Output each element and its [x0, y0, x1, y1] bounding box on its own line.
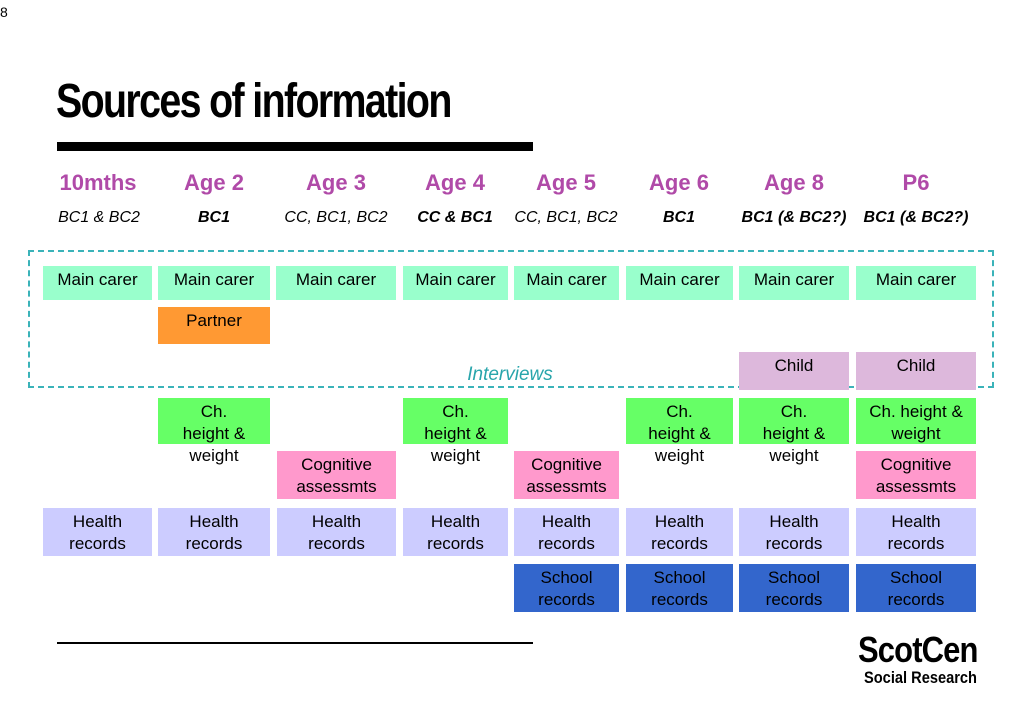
age-heading-p6: P6 [902, 170, 930, 195]
health-records-p6: Health records [856, 508, 976, 556]
source-p6: BC1 (& BC2?) [863, 209, 969, 226]
height-weight-p6: Ch. height & weight [856, 398, 976, 444]
source-10mths: BC1 & BC2 [58, 209, 140, 226]
scotcen-logo: ScotCen Social Research [858, 632, 1003, 688]
height-weight-age2: Ch. height & weight [158, 398, 270, 465]
source-age5: CC, BC1, BC2 [514, 209, 618, 226]
school-records-age5: School records [514, 564, 619, 612]
age-heading-age8: Age 8 [764, 170, 824, 195]
height-weight-age4: Ch. height & weight [403, 398, 508, 465]
age-heading-age5: Age 5 [536, 170, 596, 195]
health-records-age8: Health records [739, 508, 849, 556]
main-carer-p6: Main carer [856, 266, 976, 300]
health-records-10mths: Health records [43, 508, 152, 556]
main-carer-age8: Main carer [739, 266, 849, 300]
cognitive-age3: Cognitive assessmts [277, 451, 396, 499]
source-age2: BC1 [197, 209, 230, 226]
page-title: Sources of information [56, 75, 452, 128]
source-age6: BC1 [662, 209, 695, 226]
health-records-age4: Health records [403, 508, 508, 556]
age-heading-age6: Age 6 [649, 170, 709, 195]
interviews-group [28, 250, 994, 388]
main-carer-age4: Main carer [403, 266, 508, 300]
health-records-age2: Health records [158, 508, 270, 556]
school-records-age8: School records [739, 564, 849, 612]
main-carer-age5: Main carer [514, 266, 619, 300]
health-records-age6: Health records [626, 508, 733, 556]
interviews-label: Interviews [467, 364, 553, 385]
cognitive-p6: Cognitive assessmts [856, 451, 976, 499]
logo-line2: Social Research [864, 668, 977, 687]
source-age4: CC & BC1 [417, 209, 493, 226]
age-heading-age2: Age 2 [184, 170, 244, 195]
height-weight-age8: Ch. height & weight [739, 398, 849, 465]
title-rule [57, 142, 533, 151]
cognitive-age5: Cognitive assessmts [514, 451, 619, 499]
bottom-rule [57, 642, 533, 644]
age-heading-age4: Age 4 [425, 170, 485, 195]
age-heading-10mths: 10mths [59, 170, 137, 195]
main-carer-age2: Main carer [158, 266, 270, 300]
slide-number: 8 [0, 4, 8, 20]
health-records-age3: Health records [277, 508, 396, 556]
main-carer-age3: Main carer [276, 266, 396, 300]
main-carer-age6: Main carer [626, 266, 733, 300]
source-age3: CC, BC1, BC2 [284, 209, 388, 226]
source-age8: BC1 (& BC2?) [741, 209, 847, 226]
school-records-age6: School records [626, 564, 733, 612]
health-records-age5: Health records [514, 508, 619, 556]
child-p6: Child [856, 352, 976, 390]
child-age8: Child [739, 352, 849, 390]
school-records-p6: School records [856, 564, 976, 612]
main-carer-10mths: Main carer [43, 266, 152, 300]
logo-line1: ScotCen [858, 629, 978, 670]
age-heading-age3: Age 3 [306, 170, 366, 195]
partner-age2: Partner [158, 307, 270, 344]
height-weight-age6: Ch. height & weight [626, 398, 733, 465]
